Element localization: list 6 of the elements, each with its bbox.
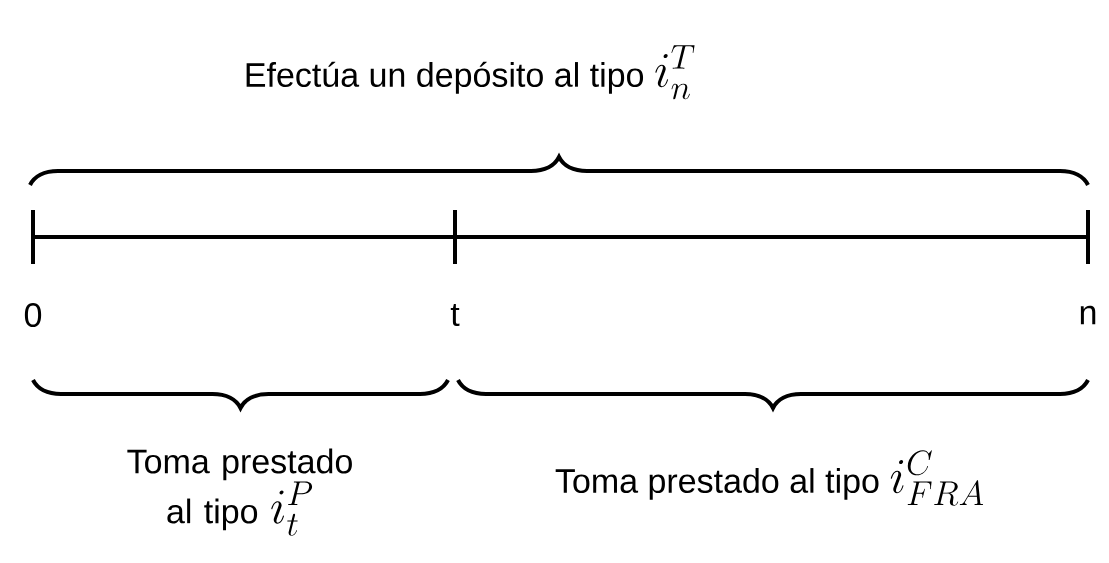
caption-text: Efectúa un depósito al tipo $i_n^T$ — [246, 45, 695, 100]
tick-label: n — [1080, 305, 1096, 325]
caption-text: Toma prestado al tipo $i_t^P$ — [127, 448, 352, 536]
caption-text: Toma prestado al tipo $i_{FRA}^C$ — [555, 450, 984, 506]
tick-label: t — [450, 303, 460, 327]
tick-label: 0 — [24, 302, 42, 328]
